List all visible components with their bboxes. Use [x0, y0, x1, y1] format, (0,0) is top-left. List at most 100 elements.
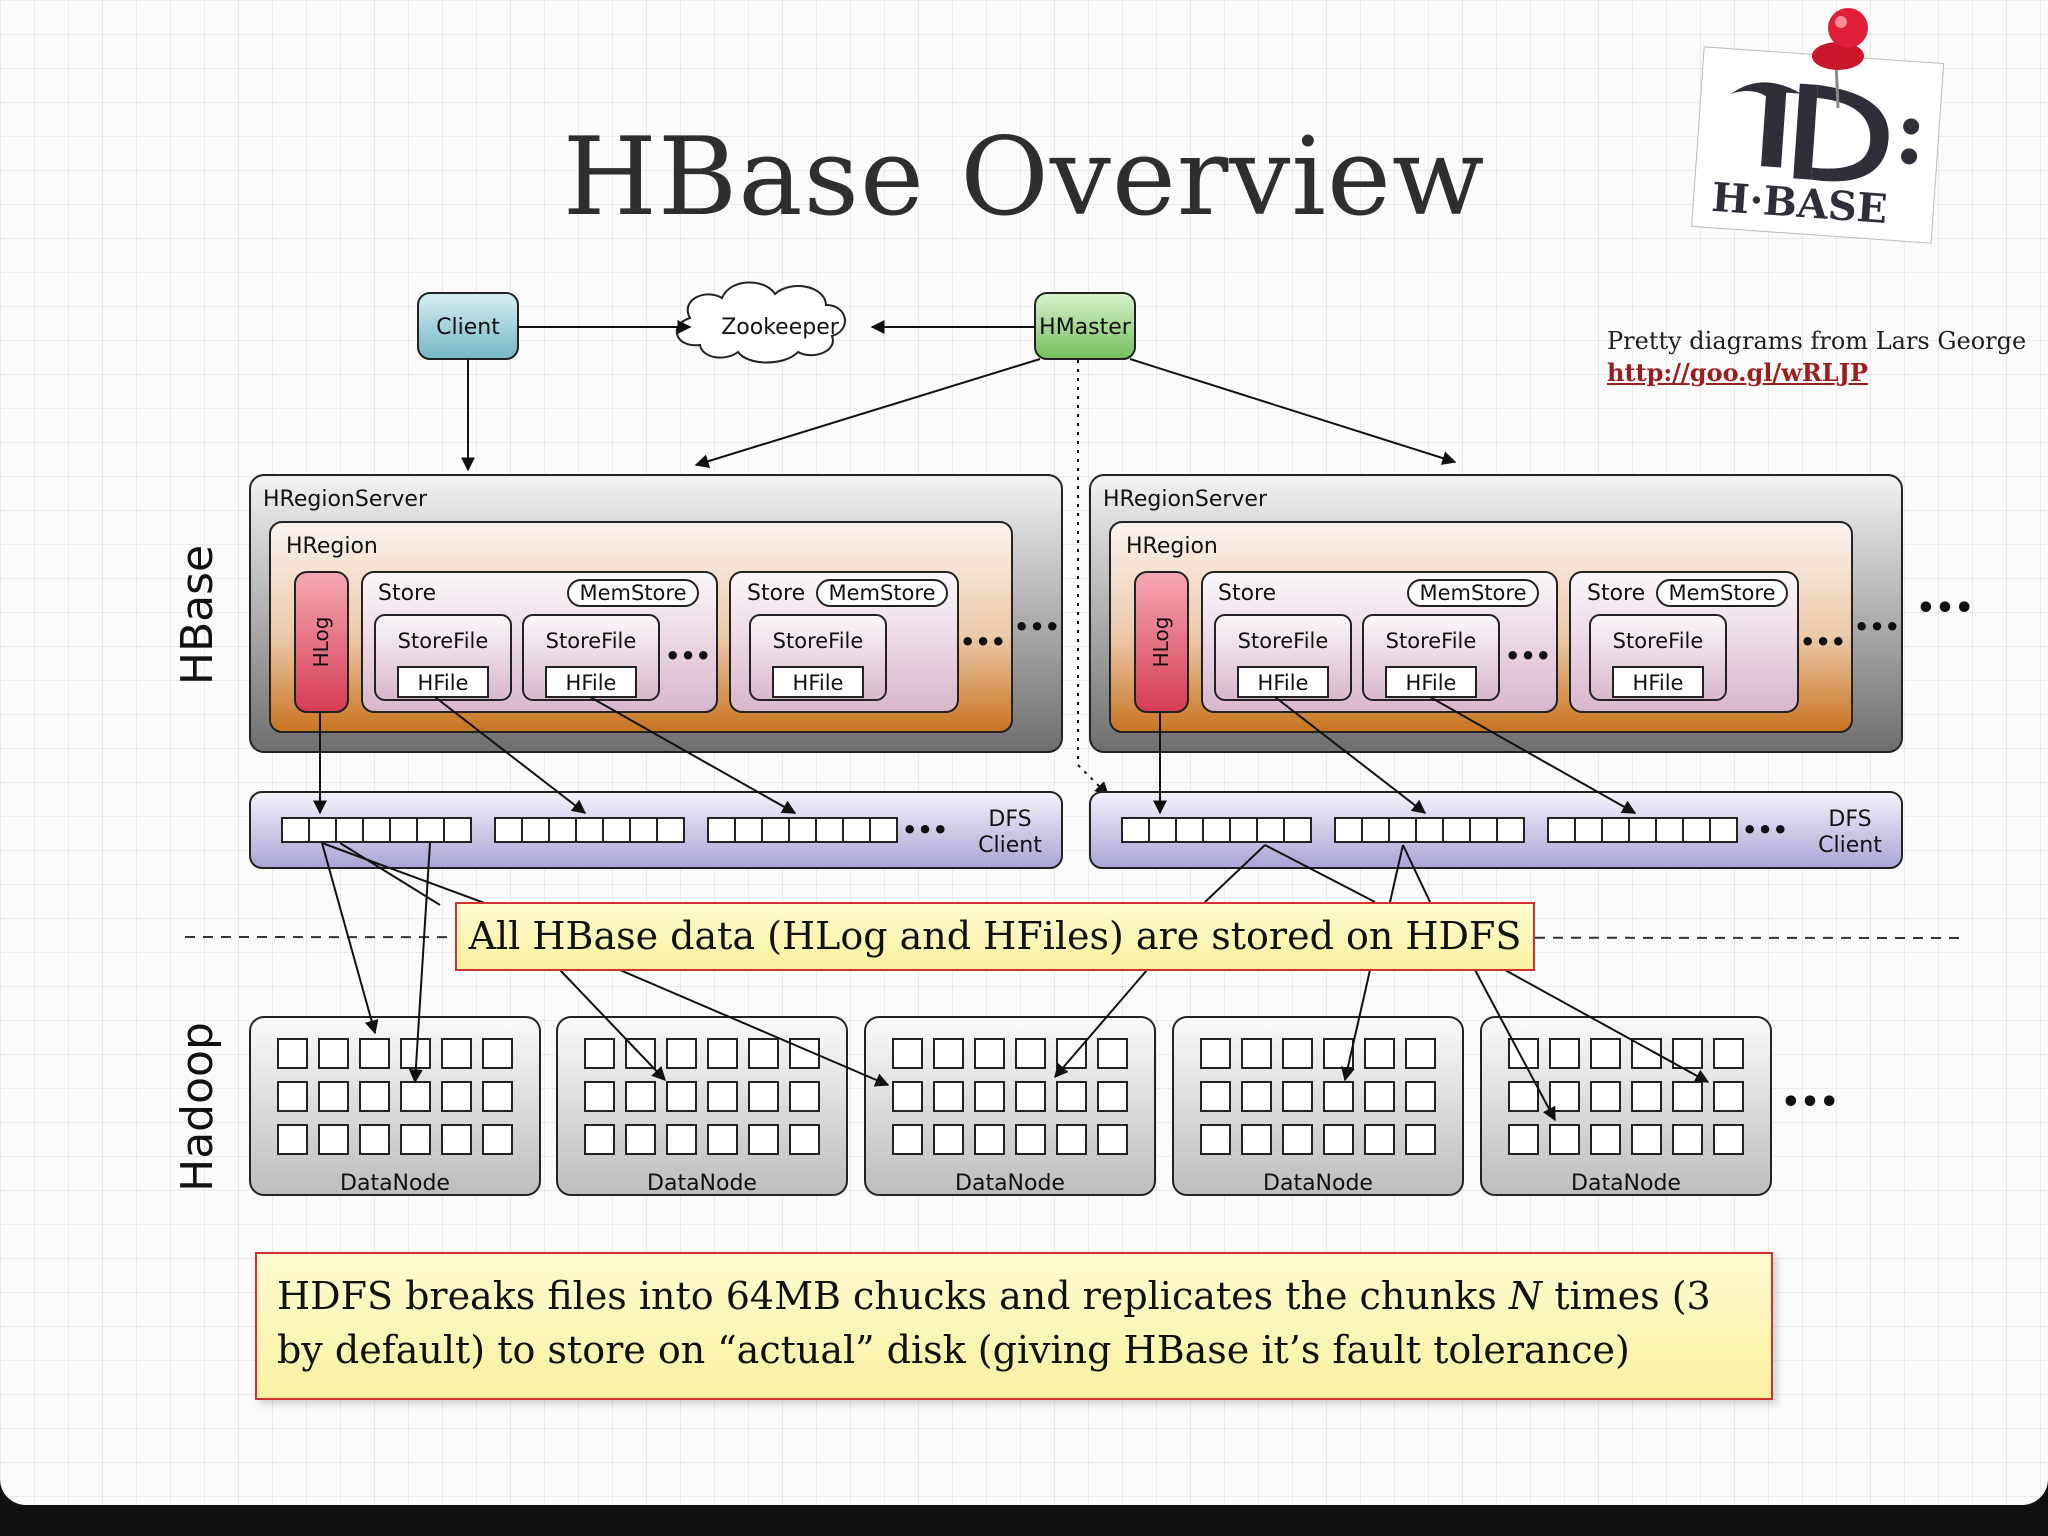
disk-block	[1631, 1124, 1662, 1155]
region-server-label: HRegionServer	[263, 487, 428, 512]
client-node: Client	[417, 292, 519, 360]
disk-block	[748, 1081, 779, 1112]
disk-block	[318, 1038, 349, 1069]
callout-text-2: times (3 by default) to store on “actual…	[277, 1274, 1711, 1372]
disk-block	[974, 1038, 1005, 1069]
datanode-label: DataNode	[955, 1171, 1065, 1196]
dfs-block	[734, 817, 763, 843]
disk-block	[1364, 1081, 1395, 1112]
storefile-ellipsis: •••	[1505, 642, 1551, 670]
hlog-box	[1134, 571, 1189, 713]
disk-block	[441, 1081, 472, 1112]
hbase-logo: H·BASE	[1691, 8, 1945, 244]
dfs-ellipsis: •••	[902, 816, 948, 844]
disk-block	[1590, 1081, 1621, 1112]
disk-block	[1097, 1081, 1128, 1112]
zookeeper-node: Zookeeper	[675, 281, 846, 364]
dfs-client-label-1: DFS	[988, 807, 1031, 832]
hlog-box	[294, 571, 349, 713]
region-label: HRegion	[286, 534, 378, 559]
hbase-side-label: HBase	[172, 545, 223, 685]
disk-block	[400, 1081, 431, 1112]
hfile-label: HFile	[793, 671, 844, 695]
zookeeper-label: Zookeeper	[721, 315, 840, 340]
hfile-box	[772, 666, 864, 698]
dfs-block	[1334, 817, 1363, 843]
credit-link[interactable]: http://goo.gl/wRLJP	[1607, 358, 1869, 387]
disk-block	[1672, 1038, 1703, 1069]
datanodes-more-ellipsis: •••	[1781, 1085, 1839, 1120]
dfs-block	[1415, 817, 1444, 843]
disk-block	[482, 1124, 513, 1155]
hlog-label: HLog	[309, 617, 333, 668]
disk-block	[974, 1124, 1005, 1155]
dfs-block	[1442, 817, 1471, 843]
disk-block	[933, 1038, 964, 1069]
disk-block	[1015, 1038, 1046, 1069]
hfile-write-arrow	[434, 696, 587, 814]
dfs-block-group	[1121, 817, 1312, 843]
dfs-ellipsis: •••	[1742, 816, 1788, 844]
dfs-block	[416, 817, 445, 843]
hfile-box	[1237, 666, 1329, 698]
credit: Pretty diagrams from Lars George http://…	[1607, 325, 2026, 389]
hfile-write-arrow	[589, 696, 797, 814]
dfs-block	[548, 817, 577, 843]
callout-text-1: HDFS breaks files into 64MB chucks and r…	[277, 1274, 1509, 1318]
dfs-client-label-1: DFS	[1828, 807, 1871, 832]
disk-block	[277, 1124, 308, 1155]
servers-more-ellipsis: •••	[1916, 591, 1974, 626]
dfs-block	[389, 817, 418, 843]
disk-block	[1672, 1081, 1703, 1112]
hfile-label: HFile	[418, 671, 469, 695]
disk-block	[933, 1081, 964, 1112]
write-arrows	[1153, 696, 1637, 815]
disk-block	[1549, 1124, 1580, 1155]
disk-block	[1549, 1038, 1580, 1069]
replication-arrows	[321, 842, 1710, 1122]
dfs-block	[1628, 817, 1657, 843]
disk-block	[584, 1038, 615, 1069]
region-server-label: HRegionServer	[1103, 487, 1268, 512]
storefile-label: StoreFile	[546, 629, 637, 653]
client-label: Client	[436, 315, 500, 340]
dfs-block-group	[494, 817, 685, 843]
region-label: HRegion	[1126, 534, 1218, 559]
disk-block	[1241, 1081, 1272, 1112]
dfs-block	[1361, 817, 1390, 843]
disk-block	[1200, 1124, 1231, 1155]
disk-block	[1405, 1081, 1436, 1112]
disk-block	[707, 1038, 738, 1069]
disk-block	[1241, 1124, 1272, 1155]
dfs-client-label-2: Client	[978, 833, 1042, 858]
datanode-label: DataNode	[1571, 1171, 1681, 1196]
dfs-block	[1655, 817, 1684, 843]
store-label: Store	[747, 581, 805, 606]
hdfs-replication-callout: HDFS breaks files into 64MB chucks and r…	[255, 1252, 1773, 1400]
disk-block	[625, 1081, 656, 1112]
disk-block	[359, 1124, 390, 1155]
disk-block	[318, 1124, 349, 1155]
disk-block	[1056, 1124, 1087, 1155]
dfs-block	[362, 817, 391, 843]
dfs-block	[707, 817, 736, 843]
store-label: Store	[1587, 581, 1645, 606]
disk-block	[666, 1038, 697, 1069]
disk-block	[1590, 1038, 1621, 1069]
disk-block	[1323, 1081, 1354, 1112]
memstore-label: MemStore	[829, 581, 936, 605]
disk-block	[1405, 1124, 1436, 1155]
storefile-label: StoreFile	[1238, 629, 1329, 653]
dfs-block	[1469, 817, 1498, 843]
dfs-block	[788, 817, 817, 843]
disk-block	[707, 1124, 738, 1155]
region-ellipsis: •••	[1854, 613, 1900, 641]
dfs-block	[335, 817, 364, 843]
hfile-label: HFile	[1406, 671, 1457, 695]
disk-block	[1590, 1124, 1621, 1155]
disk-block	[789, 1081, 820, 1112]
disk-block	[1508, 1124, 1539, 1155]
datanode-label: DataNode	[340, 1171, 450, 1196]
disk-block	[666, 1124, 697, 1155]
disk-block	[1097, 1038, 1128, 1069]
